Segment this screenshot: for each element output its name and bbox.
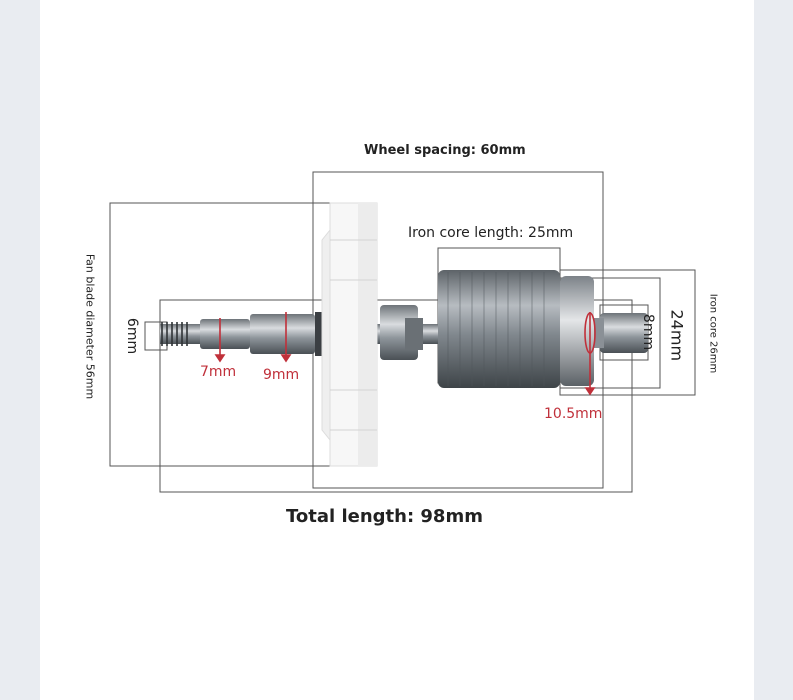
total-length-label: Total length: 98mm [286, 506, 483, 527]
commutator [560, 276, 594, 386]
wheel-spacing-label: Wheel spacing: 60mm [364, 143, 526, 158]
armature-drawing [109, 171, 696, 493]
threaded-end [161, 322, 188, 346]
fan-blade [321, 202, 378, 467]
diagram-canvas: Wheel spacing: 60mm Iron core length: 25… [40, 0, 754, 700]
shaft-7mm-label: 7mm [200, 364, 237, 380]
shaft-end-6mm-label: 6mm [124, 317, 140, 355]
iron-core-26mm-label: Iron core 26mm [707, 293, 719, 374]
iron-core [438, 270, 560, 388]
red-markers [214, 312, 596, 396]
shaft-8mm-label: 8mm [640, 313, 656, 351]
core-24mm-label: 24mm [667, 309, 687, 362]
shaft-9mm-label: 9mm [263, 367, 300, 383]
iron-core-length-label: Iron core length: 25mm [406, 225, 576, 241]
fan-blade-diameter-label: Fan blade diameter 56mm [83, 253, 97, 400]
total-length-frame [159, 299, 633, 493]
shaft-10-5mm-label: 10.5mm [544, 406, 603, 422]
